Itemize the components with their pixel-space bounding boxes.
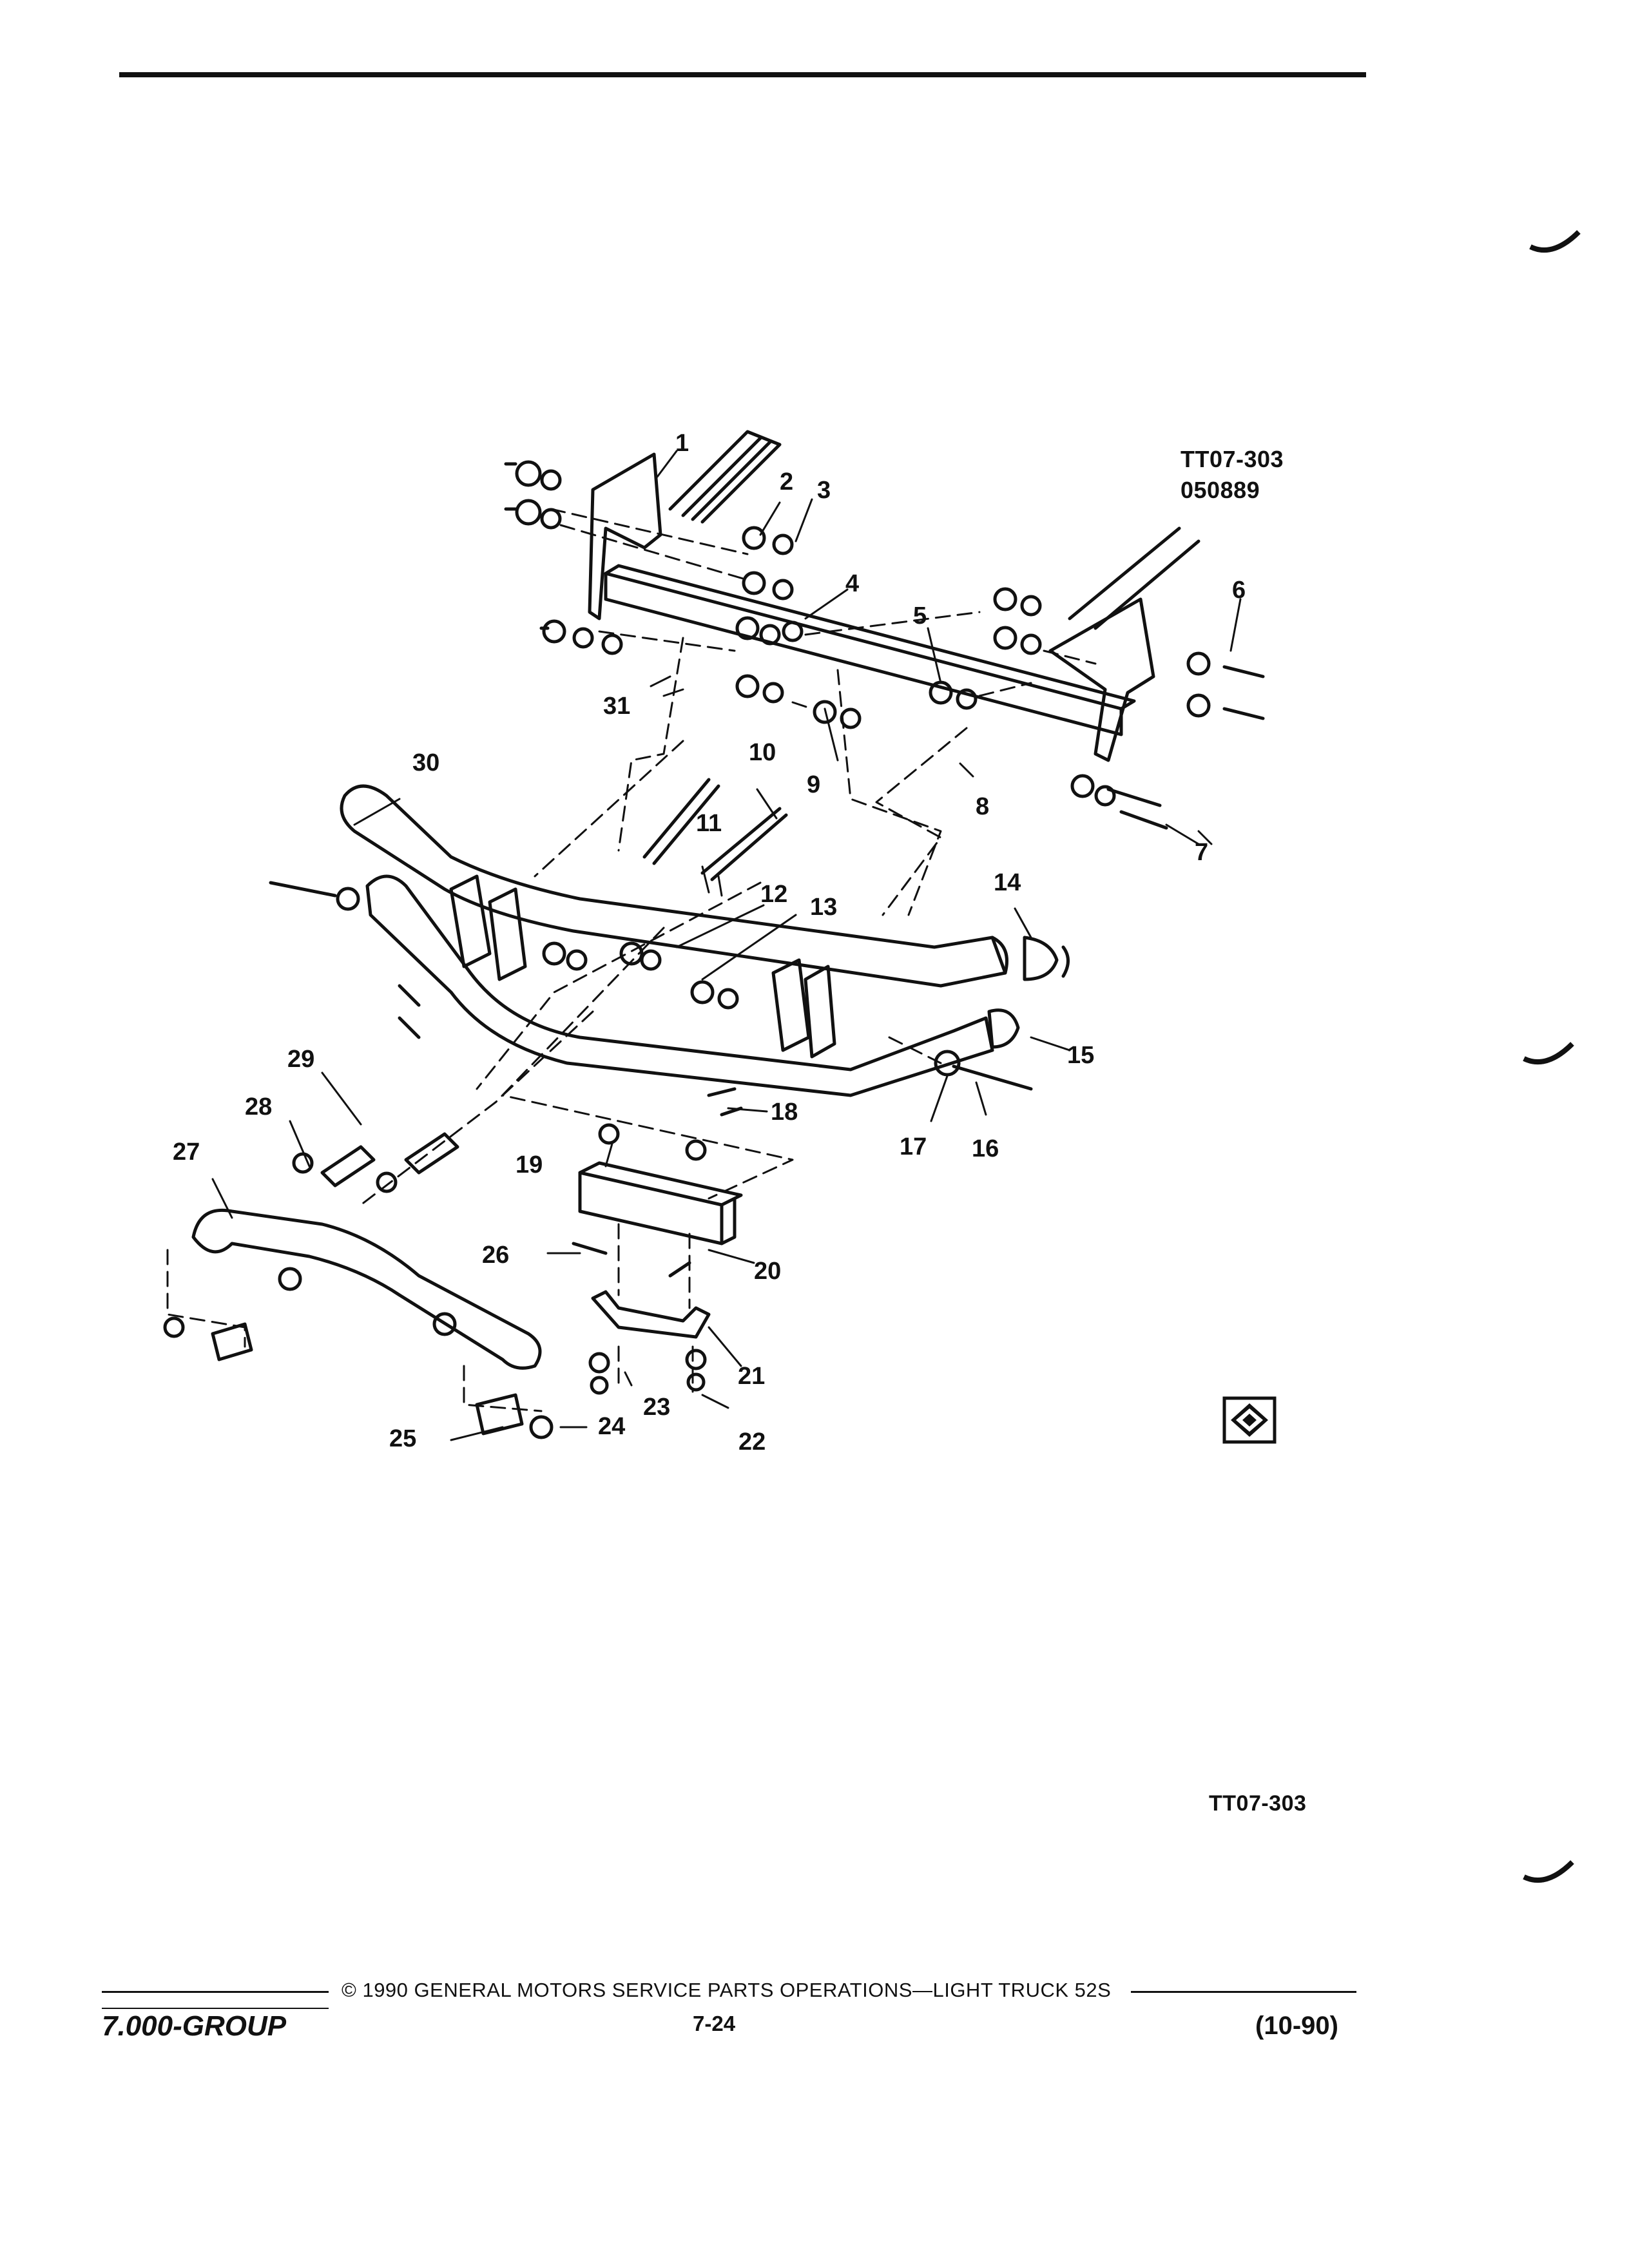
callout-29: 29 (287, 1046, 314, 1073)
callout-31: 31 (603, 693, 630, 720)
callout-12: 12 (760, 881, 787, 908)
callout-11: 11 (696, 810, 722, 837)
callout-26: 26 (482, 1242, 509, 1269)
callout-17: 17 (900, 1133, 927, 1160)
frame-rail-right (1068, 526, 1200, 630)
lower-bar-27 (191, 1208, 542, 1370)
callout-13: 13 (810, 894, 837, 921)
callout-16: 16 (972, 1135, 999, 1162)
bushing-25 (475, 1393, 524, 1436)
callout-24: 24 (598, 1413, 625, 1440)
callout-5: 5 (913, 602, 927, 629)
bracket-20 (578, 1171, 724, 1245)
callout-22: 22 (738, 1428, 766, 1456)
footer-group: 7.000-GROUP (102, 2010, 287, 2042)
callout-19: 19 (516, 1151, 543, 1178)
callout-25: 25 (389, 1425, 416, 1452)
figure-code: TT07-303 (1209, 1791, 1307, 1816)
footer-page-number: 7-24 (693, 2012, 736, 2035)
illustration-code: TT07-303 (1181, 446, 1284, 472)
end-cap-14 (1023, 936, 1059, 981)
footer-copyright: © 1990 GENERAL MOTORS SERVICE PARTS OPER… (342, 1979, 1112, 2001)
frame-rail-left (668, 430, 782, 524)
callout-6: 6 (1232, 577, 1246, 604)
end-cap-15 (987, 1008, 1020, 1049)
callout-15: 15 (1067, 1042, 1094, 1069)
callout-1: 1 (675, 430, 689, 457)
callout-18: 18 (771, 1099, 798, 1126)
callout-28: 28 (245, 1093, 272, 1120)
callout-20: 20 (754, 1258, 781, 1285)
footer-date: (10-90) (1255, 2012, 1338, 2040)
footer-rule-left-bottom (102, 2008, 329, 2009)
footer-rule-left (102, 1991, 329, 1993)
callout-9: 9 (807, 771, 820, 798)
callout-10: 10 (749, 739, 776, 766)
tie-rod-10b (700, 807, 788, 881)
callout-30: 30 (412, 749, 439, 776)
binder-mark-2 (1523, 1042, 1574, 1065)
callout-23: 23 (643, 1394, 670, 1421)
top-rule (119, 72, 1366, 77)
callout-8: 8 (976, 793, 989, 820)
bumper-lower (365, 874, 994, 1097)
callout-4: 4 (845, 570, 859, 597)
callout-14: 14 (994, 869, 1021, 896)
tie-rod-10a (642, 778, 720, 865)
callout-21: 21 (738, 1363, 765, 1390)
grid-symbol-icon (1222, 1396, 1277, 1444)
callout-27: 27 (173, 1139, 200, 1166)
callout-3: 3 (817, 477, 831, 504)
bracket-right (1048, 597, 1155, 762)
bracket-left (588, 452, 662, 620)
binder-mark-1 (1529, 230, 1581, 253)
callout-7: 7 (1195, 839, 1208, 866)
illustration-date: 050889 (1181, 477, 1260, 503)
footer-rule-right (1131, 1991, 1356, 1993)
binder-mark-3 (1523, 1860, 1574, 1883)
bracket-21 (591, 1290, 711, 1339)
crossmember (604, 572, 1123, 736)
callout-2: 2 (780, 468, 793, 495)
